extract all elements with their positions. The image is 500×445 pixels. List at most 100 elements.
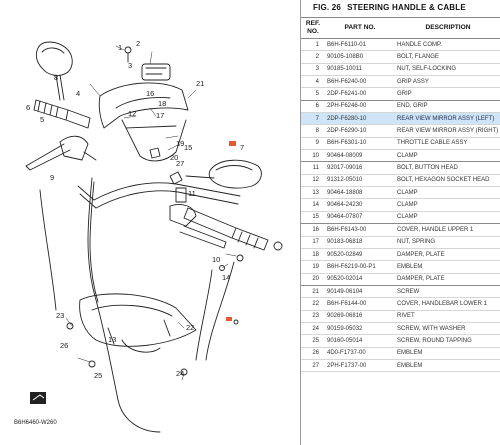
callout-25: 25	[94, 371, 102, 380]
cell-part: 90269-06816	[325, 310, 395, 323]
cell-desc: COVER, HANDLE UPPER 1	[395, 223, 500, 237]
cell-desc: EMBLEM	[395, 359, 500, 373]
clamps-and-screws	[66, 46, 244, 376]
cell-ref: 23	[301, 310, 325, 323]
cell-desc: SCREW, ROUND TAPPING	[395, 334, 500, 348]
cell-part: 90464-18808	[325, 186, 395, 200]
cell-part: 90520-02014	[325, 273, 395, 286]
cell-part: 90185-10011	[325, 63, 395, 77]
diagram-canvas: 1 2 3 4 5 6 7 8 9 10 11 12 13 14 15 16 1…	[14, 39, 283, 433]
cell-part: 90520-02849	[325, 248, 395, 262]
callout-11: 11	[188, 189, 196, 198]
callout-14: 14	[222, 273, 230, 282]
cell-ref: 3	[301, 63, 325, 77]
col-part-no: PART NO.	[325, 17, 395, 39]
cell-ref: 21	[301, 285, 325, 299]
callout-4: 4	[76, 89, 80, 98]
cell-ref: 1	[301, 38, 325, 52]
left-brake-lever[interactable]	[25, 135, 97, 171]
cell-desc: BOLT, BUTTON HEAD	[395, 161, 500, 175]
right-mirror[interactable]	[185, 159, 262, 189]
cell-part: 90105-108B0	[325, 50, 395, 64]
handlebar-tube[interactable]	[77, 182, 241, 209]
right-brake-lever[interactable]	[169, 187, 227, 249]
cell-ref: 22	[301, 297, 325, 311]
cell-ref: 9	[301, 137, 325, 151]
col-description: DESCRIPTION	[395, 17, 500, 39]
cell-part: 90149-06104	[325, 285, 395, 299]
cell-desc: SCREW, WITH WASHER	[395, 322, 500, 336]
cell-ref: 24	[301, 322, 325, 336]
callout-18: 18	[158, 99, 166, 108]
callout-23: 23	[56, 311, 64, 320]
callout-21: 21	[196, 79, 204, 88]
cell-part: 2DP-F6241-00	[325, 87, 395, 101]
cell-desc: END, GRIP	[395, 100, 500, 114]
handlebar-lower-cover[interactable]	[79, 293, 197, 353]
cell-part: B6H-F6240-00	[325, 75, 395, 89]
callout-19: 19	[176, 139, 184, 148]
cell-desc: EMBLEM	[395, 260, 500, 274]
cell-ref: 27	[301, 359, 325, 373]
handle-upper-cover[interactable]	[98, 63, 189, 162]
cell-desc: DAMPER, PLATE	[395, 248, 500, 262]
cell-desc: GRIP ASSY	[395, 75, 500, 89]
callout-6: 6	[26, 103, 30, 112]
callout-10: 10	[212, 255, 220, 264]
throttle-cable[interactable]	[39, 177, 235, 433]
right-throttle-grip[interactable]	[183, 207, 283, 251]
cell-ref: 10	[301, 149, 325, 163]
cell-ref: 19	[301, 260, 325, 274]
callout-15: 15	[184, 143, 192, 152]
callout-24: 24	[176, 369, 184, 378]
callout-1: 1	[118, 43, 122, 52]
cell-desc: SCREW	[395, 285, 500, 299]
cell-part: 90464-24230	[325, 198, 395, 212]
cell-ref: 11	[301, 161, 325, 175]
left-mirror[interactable]	[35, 41, 73, 101]
cell-desc: CLAMP	[395, 211, 500, 225]
cell-part: 91312-05010	[325, 174, 395, 188]
cell-ref: 20	[301, 273, 325, 286]
cell-ref: 14	[301, 198, 325, 212]
cell-part: 2DP-F6290-10	[325, 124, 395, 138]
callout-22: 22	[186, 323, 194, 332]
parts-table-header: REF. NO. PART NO. DESCRIPTION	[301, 17, 500, 39]
callout-3: 3	[128, 61, 132, 70]
left-grip[interactable]	[33, 99, 91, 129]
callout-13: 13	[108, 335, 116, 344]
cell-part: B6H-F6301-10	[325, 137, 395, 151]
cell-part: 92017-09016	[325, 161, 395, 175]
cell-desc: CLAMP	[395, 198, 500, 212]
cell-desc: EMBLEM	[395, 347, 500, 360]
cell-part: 2DP-F6280-10	[325, 112, 395, 126]
callout-5: 5	[40, 115, 44, 124]
